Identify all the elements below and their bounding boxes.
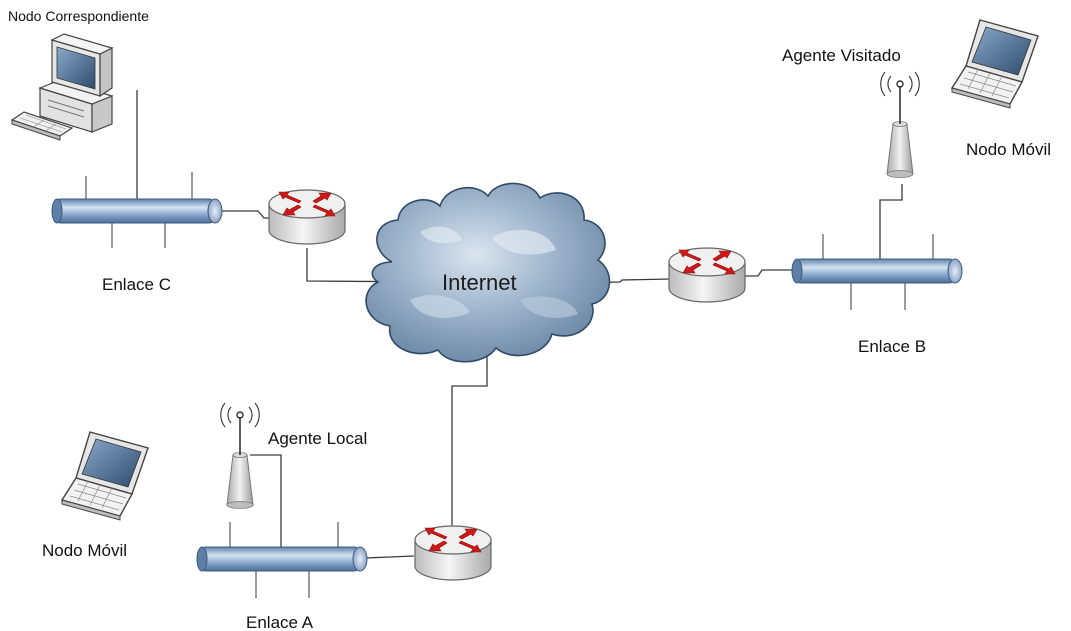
router-b-icon bbox=[668, 247, 746, 303]
router-a-icon bbox=[414, 525, 492, 581]
enlace-a-bus bbox=[196, 522, 368, 598]
visited-agent-label: Agente Visitado bbox=[782, 46, 901, 65]
internet-label: Internet bbox=[442, 270, 517, 295]
enlace-c-label: Enlace C bbox=[102, 275, 171, 294]
correspondent-node-label: Nodo Correspondiente bbox=[8, 8, 149, 24]
enlace-b-bus bbox=[791, 234, 963, 310]
enlace-b-label: Enlace B bbox=[858, 337, 926, 356]
mobile-node-bottom-label: Nodo Móvil bbox=[42, 541, 127, 560]
laptop-top-right-icon bbox=[951, 19, 1039, 109]
wireless-access-point-local-icon bbox=[219, 402, 261, 510]
laptop-bottom-left-icon bbox=[61, 431, 149, 521]
enlace-a-label: Enlace A bbox=[246, 613, 314, 631]
wireless-access-point-visitado-icon bbox=[879, 71, 921, 179]
wire-ap-local-enlace-a bbox=[250, 454, 358, 559]
router-c-icon bbox=[268, 189, 346, 245]
wire-router-b-enlace-b bbox=[745, 269, 800, 277]
wire-enlace-a-router-a bbox=[365, 555, 415, 559]
mobile-node-top-label: Nodo Móvil bbox=[966, 140, 1051, 159]
internet-cloud-icon bbox=[365, 182, 611, 363]
enlace-c-bus bbox=[51, 172, 223, 248]
wire-enlace-c-router-c bbox=[222, 210, 275, 219]
wire-ap-visitado-enlace-b bbox=[879, 184, 903, 268]
local-agent-label: Agente Local bbox=[268, 429, 367, 448]
desktop-computer-icon bbox=[10, 33, 114, 141]
